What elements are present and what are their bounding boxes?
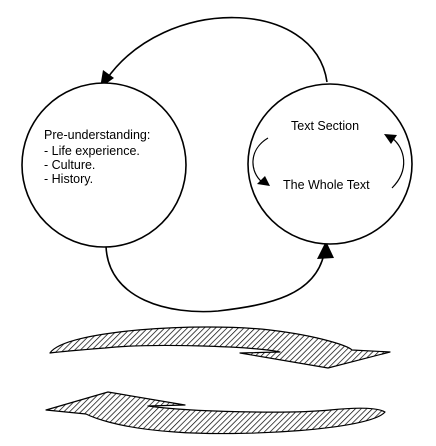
text-section-label: Text Section (291, 119, 359, 133)
text-circle (247, 83, 413, 245)
bottom-connector-arc (105, 245, 325, 313)
inner-left-arrowhead (257, 176, 270, 186)
pre-understanding-circle (21, 82, 187, 248)
bottom-connector-arrowhead (317, 241, 334, 259)
whole-text-label: The Whole Text (283, 178, 370, 192)
inner-left-arc (252, 137, 269, 183)
pre-understanding-item: - Culture. (44, 158, 95, 172)
inner-right-arrowhead (384, 134, 397, 144)
pre-understanding-item: - History. (44, 172, 93, 186)
pre-understanding-item: - Life experience. (44, 144, 140, 158)
upper-hatched-arrow (49, 326, 391, 369)
pre-understanding-title: Pre-understanding: (44, 128, 150, 142)
lower-hatched-arrow (45, 391, 386, 435)
inner-right-arc (391, 137, 405, 189)
top-connector-arc (105, 16, 328, 83)
